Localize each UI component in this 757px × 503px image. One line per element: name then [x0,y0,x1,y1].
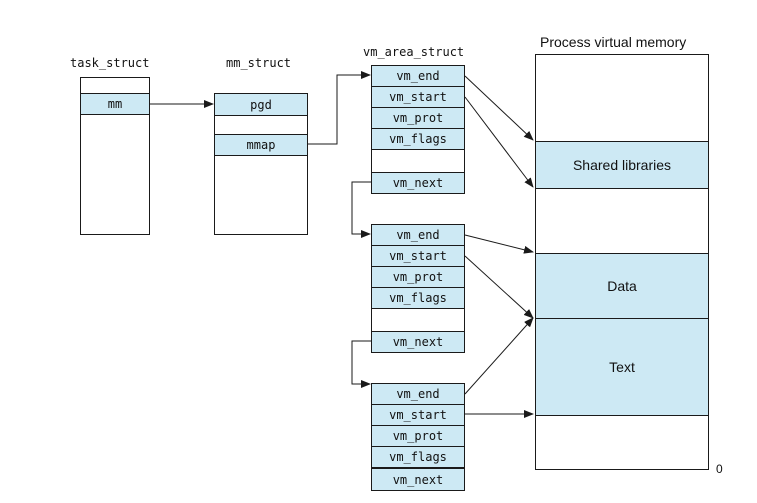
process-virtual-memory-box: Shared libraries Data Text [535,54,709,470]
vm-prot-field: vm_prot [371,266,465,288]
pgd-field-label: pgd [250,97,272,112]
vm-end-label: vm_end [396,228,440,242]
vm-flags-label: vm_flags [389,291,447,305]
vm-end-field: vm_end [371,224,465,246]
vm-area-struct-3: vm_end vm_start vm_prot vm_flags vm_next [371,383,465,491]
task-struct-box: mm [80,77,150,235]
vm-area-struct-title: vm_area_struct [363,45,465,59]
data-label: Data [607,278,637,294]
vm-start-label: vm_start [389,408,447,422]
vm-prot-field: vm_prot [371,107,465,129]
mm-field-label: mm [107,97,123,111]
vm-prot-label: vm_prot [392,270,444,284]
mmap-to-vm-area-arrow [308,71,371,145]
vm-flags-field: vm_flags [371,287,465,309]
area2-start-arrow [464,255,534,319]
vm-end-field: vm_end [371,383,465,405]
area1-end-arrow [464,75,534,141]
vm-prot-label: vm_prot [392,111,444,125]
vm-prot-label: vm_prot [392,429,444,443]
vm-flags-field: vm_flags [371,128,465,150]
mm-field: mm [80,93,150,115]
address-zero-label: 0 [716,462,723,476]
vm-next-field: vm_next [371,468,465,491]
mmap-field-label: mmap [246,138,276,152]
vm-next-field: vm_next [371,172,465,194]
process-virtual-memory-title: Process virtual memory [540,34,687,50]
shared-libraries-label: Shared libraries [572,157,672,173]
vm-area-struct-2: vm_end vm_start vm_prot vm_flags vm_next [371,224,465,353]
vm-area-struct-1: vm_end vm_start vm_prot vm_flags vm_next [371,65,465,194]
data-region: Data [535,253,709,319]
text-region: Text [535,318,709,416]
vm-start-field: vm_start [371,86,465,108]
vm-start-field: vm_start [371,245,465,267]
vm-start-label: vm_start [389,90,447,104]
vm-end-field: vm_end [371,65,465,87]
vm-next-link-2 [351,340,371,388]
mm-struct-box: pgd mmap [214,93,308,235]
vm-flags-field: vm_flags [371,446,465,468]
mm-struct-title: mm_struct [226,56,292,70]
vm-next-field: vm_next [371,331,465,353]
area2-end-arrow [464,234,534,254]
vm-flags-label: vm_flags [389,450,447,464]
vm-next-link-1 [351,181,371,238]
shared-libraries-region: Shared libraries [535,141,709,189]
vm-flags-label: vm_flags [389,132,447,146]
vm-end-label: vm_end [396,69,440,83]
vm-next-label: vm_next [392,176,444,190]
vm-start-label: vm_start [389,249,447,263]
vm-next-label: vm_next [392,335,444,349]
area1-start-arrow [464,96,534,188]
mmap-field: mmap [214,134,308,156]
text-label: Text [609,359,635,375]
vm-prot-field: vm_prot [371,425,465,447]
vm-end-label: vm_end [396,387,440,401]
area3-end-arrow [464,317,534,395]
task-struct-title: task_struct [70,56,150,70]
pgd-field: pgd [214,93,308,116]
vm-start-field: vm_start [371,404,465,426]
vm-next-label: vm_next [392,472,444,487]
